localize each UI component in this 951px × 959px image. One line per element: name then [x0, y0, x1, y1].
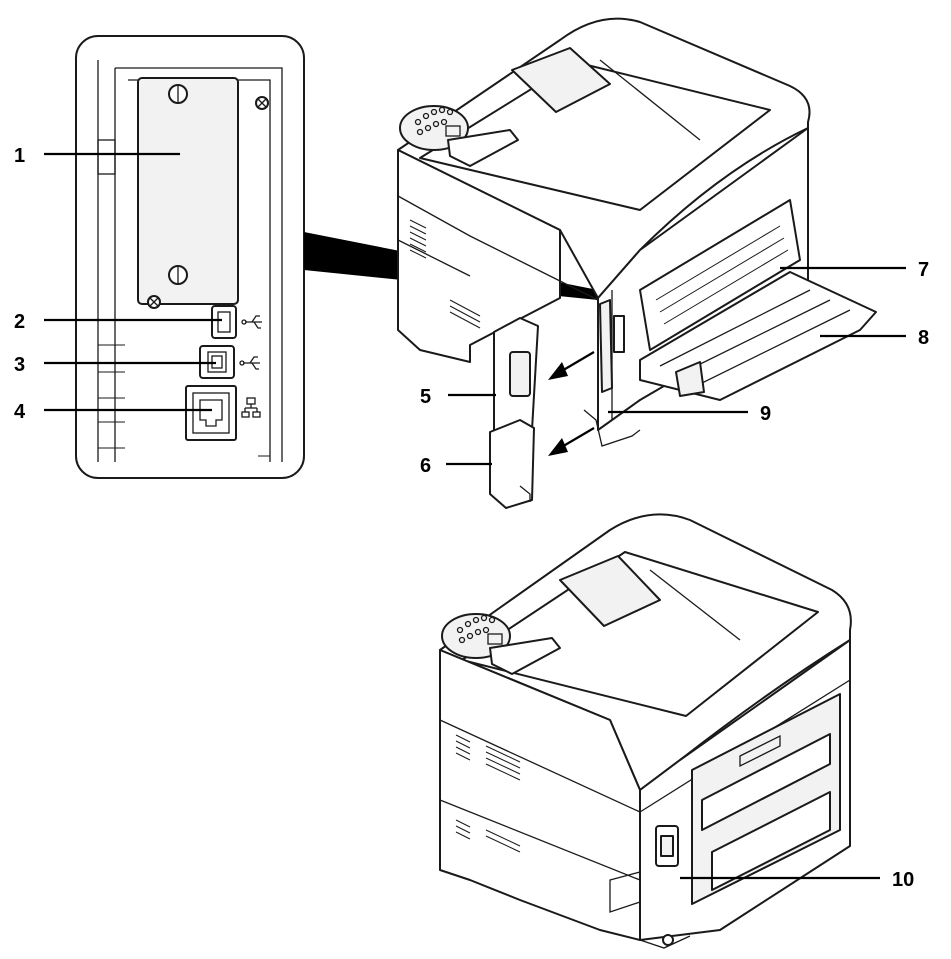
callout-1: 1 — [14, 145, 25, 167]
screw-icon — [147, 84, 269, 309]
callout-7: 7 — [918, 259, 929, 281]
removal-arrow — [548, 351, 595, 456]
callout-6: 6 — [420, 455, 431, 477]
printer-rear-closed — [439, 513, 852, 949]
option-interface-slot — [137, 77, 239, 305]
rear-cover-lower — [489, 419, 535, 509]
callout-4: 4 — [14, 401, 26, 423]
leader-lines — [44, 152, 906, 880]
usb-icon — [239, 356, 260, 370]
network-icon — [241, 397, 261, 418]
network-interface-port — [185, 385, 237, 441]
printer-rear-open — [397, 17, 877, 509]
callout-8: 8 — [918, 327, 929, 349]
callout-10: 10 — [892, 869, 914, 891]
callout-2: 2 — [14, 311, 25, 333]
callout-3: 3 — [14, 354, 25, 376]
callout-9: 9 — [760, 403, 771, 425]
callout-5: 5 — [420, 386, 431, 408]
usb-icon — [241, 315, 262, 329]
usb-host-port — [211, 305, 237, 339]
interface-detail-panel — [75, 35, 305, 479]
